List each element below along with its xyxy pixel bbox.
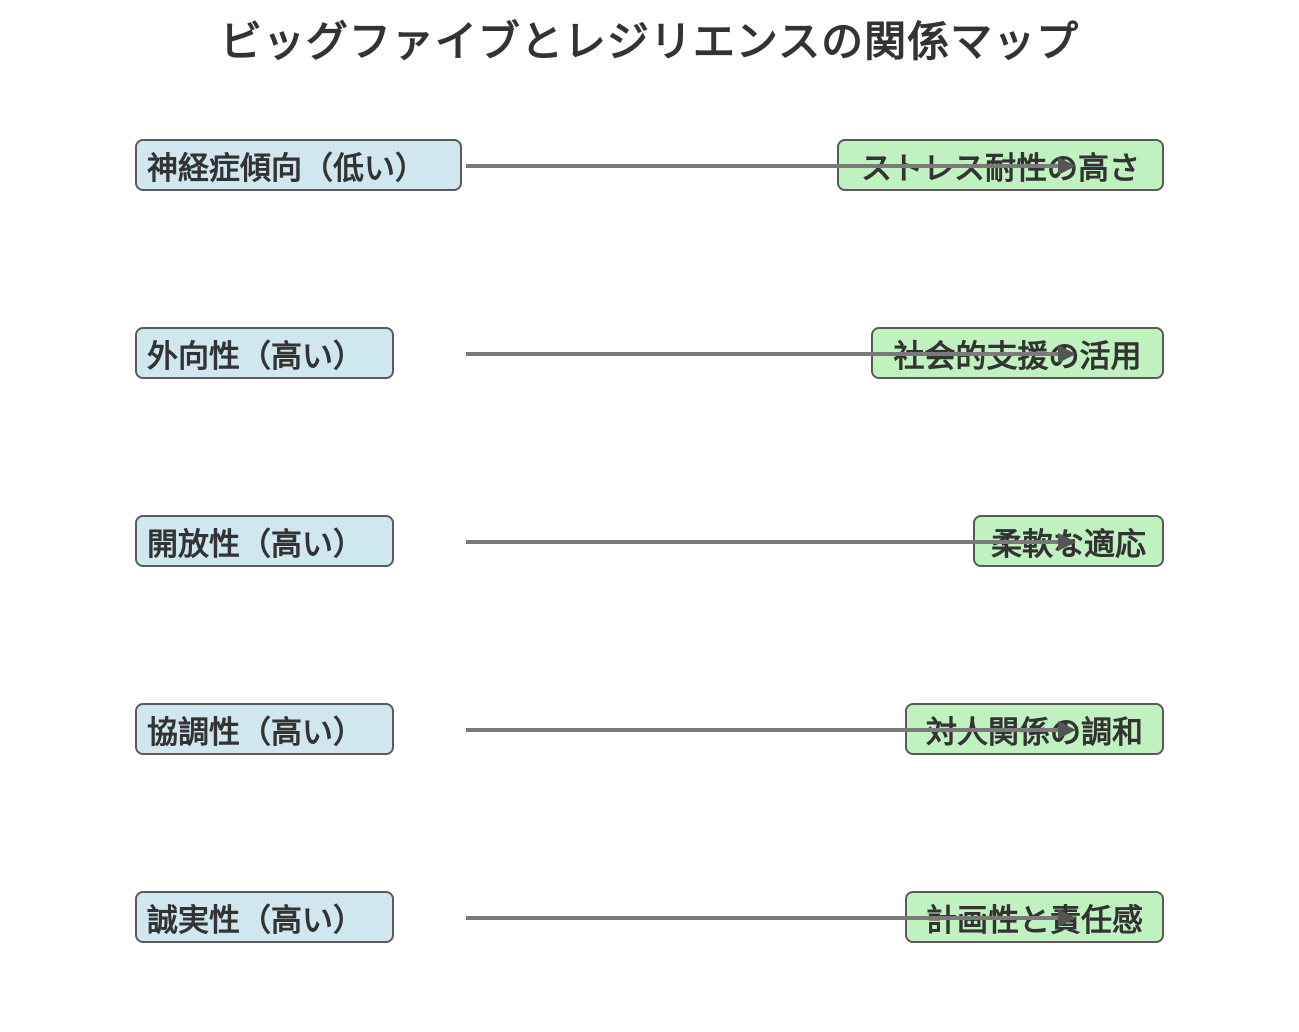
trait-node-openness: 開放性（高い）: [135, 515, 394, 567]
trait-node-agreeableness: 協調性（高い）: [135, 703, 394, 755]
outcome-node-flexible-adaptation: 柔軟な適応: [973, 515, 1164, 567]
outcome-node-social-support: 社会的支援の活用: [871, 327, 1164, 379]
diagram-title: ビッグファイブとレジリエンスの関係マップ: [219, 17, 1080, 66]
trait-node-neuroticism: 神経症傾向（低い）: [135, 139, 462, 191]
trait-node-extraversion: 外向性（高い）: [135, 327, 394, 379]
outcome-node-interpersonal-harmony: 対人関係の調和: [905, 703, 1164, 755]
trait-node-conscientiousness: 誠実性（高い）: [135, 891, 394, 943]
outcome-node-stress-tolerance: ストレス耐性の高さ: [837, 139, 1164, 191]
outcome-node-planning-responsibility: 計画性と責任感: [905, 891, 1164, 943]
